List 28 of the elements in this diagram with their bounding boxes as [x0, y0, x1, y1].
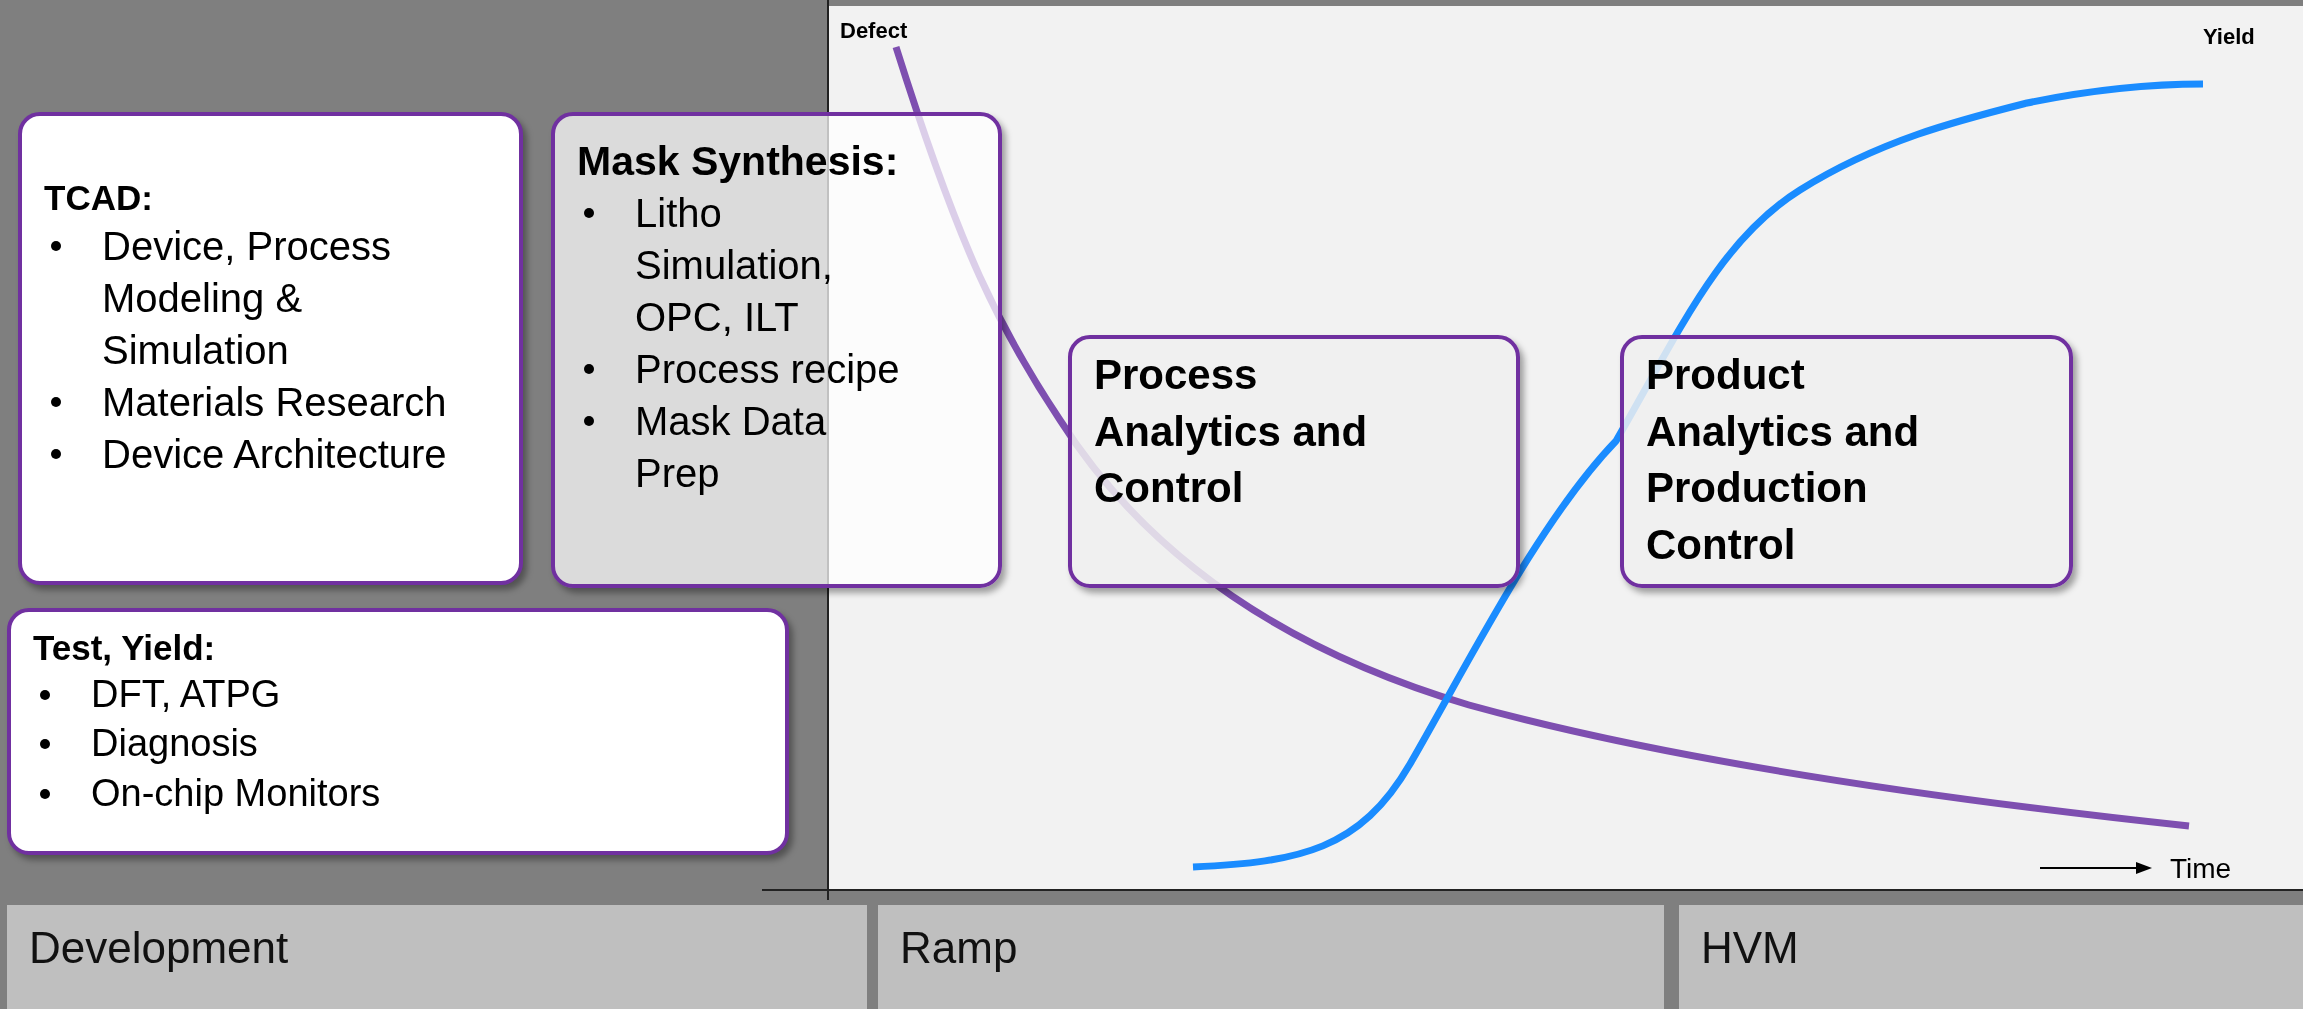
info-card [1620, 335, 2073, 588]
phase-band [7, 905, 867, 1009]
info-card [551, 112, 1002, 588]
info-card [18, 112, 523, 585]
info-card [7, 608, 789, 855]
phase-label: Development [29, 923, 289, 973]
axis-label: Defect [840, 18, 908, 44]
phase-label: HVM [1701, 923, 1799, 973]
bullet-item: Device, Process Modeling & Simulation [102, 222, 392, 374]
bullet-item: Materials Research [102, 378, 448, 426]
bullet-item: Process recipe [635, 346, 901, 394]
card-heading: TCAD: [44, 177, 154, 219]
info-card [1068, 335, 1520, 588]
bullet-item: DFT, ATPG [91, 671, 282, 717]
bullet-item: On-chip Monitors [91, 770, 382, 816]
axis-label: Time [2170, 853, 2232, 885]
bullet-item: Litho Simulation, OPC, ILT [635, 190, 834, 342]
axis-label: Yield [2203, 24, 2255, 50]
card-heading: Test, Yield: [33, 627, 217, 669]
phase-label: Ramp [900, 923, 1018, 973]
bullet-item: Diagnosis [91, 721, 259, 767]
phase-band [878, 905, 1664, 1009]
card-heading: Process Analytics and Control [1094, 350, 1369, 514]
card-heading: Mask Synthesis: [577, 137, 900, 186]
card-heading: Product Analytics and Production Control [1646, 350, 1921, 571]
bullet-item: Device Architecture [102, 430, 448, 478]
phase-band [1679, 905, 2303, 1009]
bullet-item: Mask Data Prep [635, 398, 828, 498]
